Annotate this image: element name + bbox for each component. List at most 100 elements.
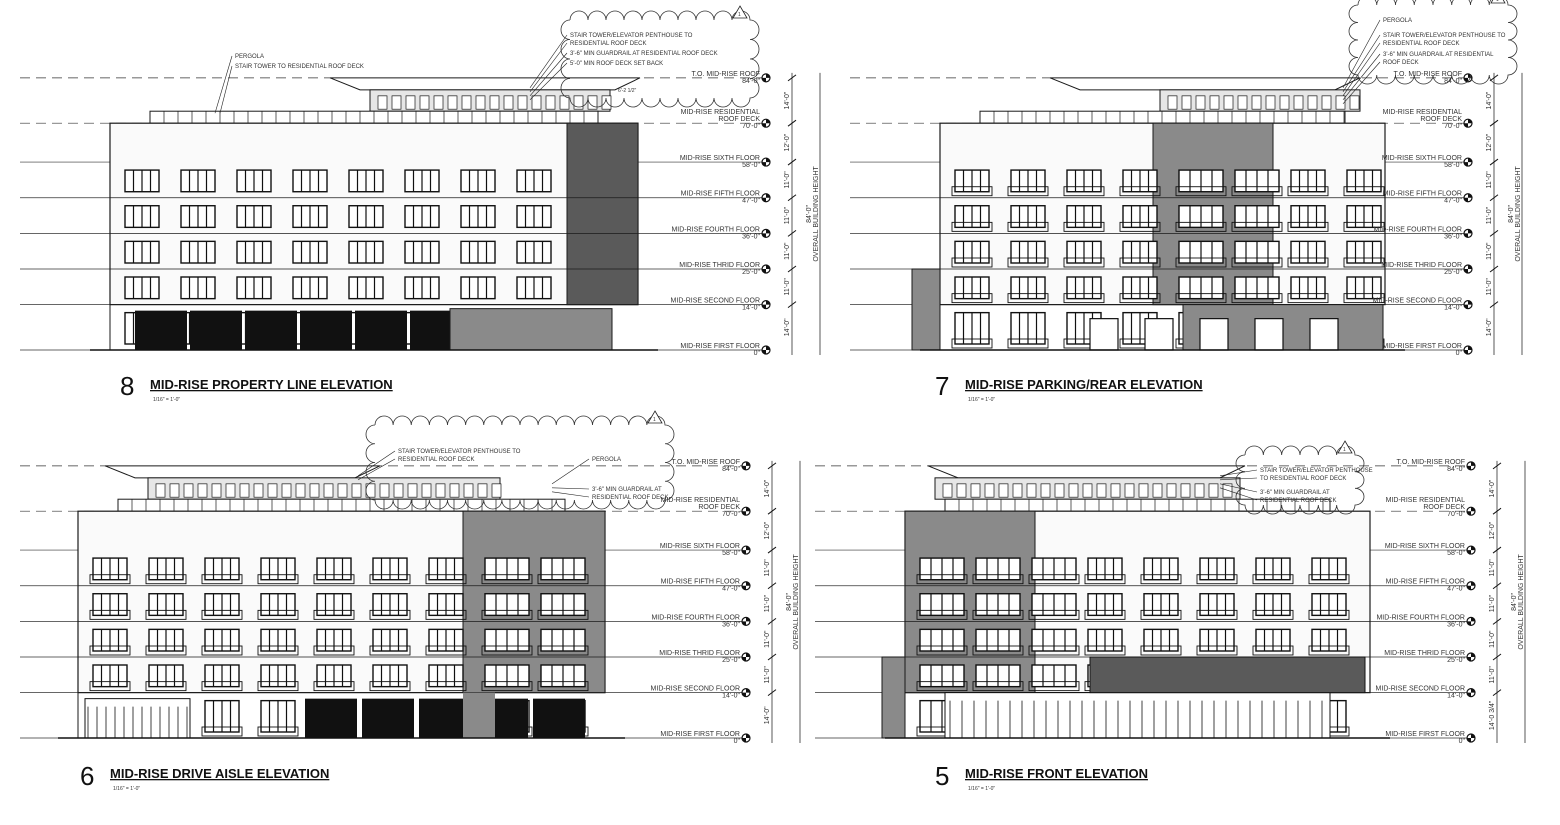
balcony-rail (916, 681, 968, 692)
penthouse-window (197, 483, 208, 498)
level-marker-fill (1467, 461, 1475, 470)
leader-line (551, 458, 590, 485)
dimension-text: 11'-0" (1489, 594, 1496, 612)
balcony-rail (425, 645, 467, 656)
drawing-number: 7 (935, 371, 949, 401)
storefront-window (1089, 318, 1119, 351)
balcony-rail (89, 681, 131, 692)
balcony-rail (1308, 645, 1350, 656)
drawing-number: 8 (120, 371, 134, 401)
drawing-title: MID-RISE DRIVE AISLE ELEVATION (110, 766, 329, 781)
balcony-rail (1196, 609, 1238, 620)
level-elevation: 70'-0" (742, 123, 760, 130)
level-elevation: 58'-0" (722, 550, 740, 557)
penthouse-window (267, 483, 278, 498)
ground-wall (463, 692, 495, 738)
balcony-rail (1196, 574, 1238, 585)
drawing-scale: 1/16" = 1'-0" (113, 786, 140, 792)
level-marker-fill (742, 653, 750, 661)
leader-line (529, 62, 568, 101)
balcony-rail (1252, 645, 1294, 656)
leader-line (529, 42, 568, 93)
balcony-rail (1231, 293, 1283, 304)
penthouse-window (1321, 95, 1332, 110)
level-marker-fill (742, 507, 750, 516)
balcony-rail (425, 609, 467, 620)
balcony-rail (1140, 609, 1182, 620)
balcony-rail (369, 574, 411, 585)
leader-line (1342, 42, 1381, 97)
garage-opening (135, 310, 187, 350)
level-elevation: 0" (1459, 738, 1466, 745)
revision-cloud (1235, 445, 1365, 515)
level-elevation: 36'-0" (1447, 621, 1465, 628)
overall-height-label: OVERALL BUILDING HEIGHT (793, 553, 800, 649)
penthouse-window (461, 95, 472, 110)
level-label: MID-RISE FIFTH FLOOR (681, 191, 760, 198)
level-marker-fill (742, 617, 750, 626)
guardrail (117, 498, 566, 512)
balcony-rail (972, 609, 1024, 620)
annotation-note: RESIDENTIAL ROOF DECK (592, 495, 668, 501)
level-label: T.O. MID-RISE ROOF (692, 71, 760, 78)
level-marker-fill (762, 346, 770, 354)
level-marker-fill (1464, 193, 1472, 202)
balcony-rail (257, 645, 299, 656)
overall-height-value: 84'-0" (1508, 204, 1515, 222)
penthouse-window (337, 483, 348, 498)
penthouse-window (253, 483, 264, 498)
balcony-rail (1252, 574, 1294, 585)
balcony-rail (972, 645, 1024, 656)
dimension-text: 12'-0" (1489, 521, 1496, 539)
level-label: ROOF DECK (718, 116, 760, 123)
balcony-rail (201, 726, 243, 737)
level-elevation: 84'-0" (742, 78, 760, 85)
penthouse-window (1279, 95, 1290, 110)
penthouse-window (1167, 95, 1178, 110)
revision-cloud (1348, 0, 1518, 85)
level-label: MID-RISE RESIDENTIAL (1383, 109, 1462, 116)
dimension-text: 12'-0" (784, 133, 791, 151)
balcony-rail (1007, 338, 1049, 349)
penthouse-window (405, 95, 416, 110)
penthouse-window (1181, 95, 1192, 110)
level-elevation: 84'-0" (722, 466, 740, 473)
level-marker-fill (1464, 158, 1472, 167)
penthouse-window (1096, 483, 1107, 498)
balcony-rail (1231, 186, 1283, 197)
penthouse-window (1026, 483, 1037, 498)
revision-number: 1 (1496, 0, 1499, 3)
level-marker-fill (762, 158, 770, 167)
level-label: ROOF DECK (1420, 116, 1462, 123)
balcony-rail (313, 681, 355, 692)
balcony-rail (201, 681, 243, 692)
overall-height-value: 84'-0" (806, 204, 813, 222)
level-marker-fill (1467, 734, 1475, 742)
balcony-rail (537, 681, 589, 692)
balcony-rail (951, 221, 993, 232)
level-marker-fill (762, 73, 770, 82)
level-marker-fill (1464, 119, 1472, 128)
balcony-rail (257, 609, 299, 620)
guardrail (979, 110, 1346, 124)
penthouse-window (1335, 95, 1346, 110)
penthouse-window (1194, 483, 1205, 498)
level-marker-fill (1467, 507, 1475, 516)
balcony-rail (951, 338, 993, 349)
balcony-rail (201, 645, 243, 656)
dimension-text: 11'-0" (1489, 666, 1496, 684)
balcony-rail (537, 574, 589, 585)
penthouse-window (1237, 95, 1248, 110)
level-marker-fill (1464, 300, 1472, 309)
penthouse-window (1082, 483, 1093, 498)
dimension-text: 11'-0" (1489, 630, 1496, 648)
penthouse-window (155, 483, 166, 498)
penthouse-window (1293, 95, 1304, 110)
level-marker-fill (1464, 229, 1472, 238)
annotation-note: 3'-6" MIN GUARDRAIL AT RESIDENTIAL ROOF … (570, 51, 718, 57)
annotation-note: PERGOLA (235, 54, 264, 60)
roof-overhang (329, 77, 641, 91)
penthouse-window (281, 483, 292, 498)
balcony-rail (1140, 574, 1182, 585)
drawing-number: 6 (80, 761, 94, 791)
